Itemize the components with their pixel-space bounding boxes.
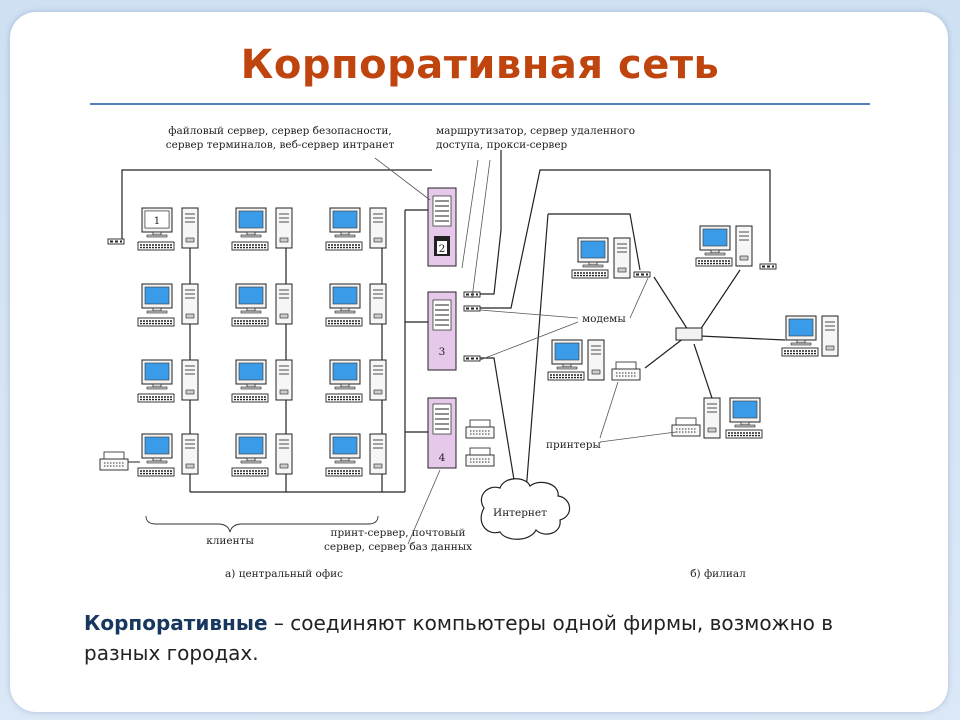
server-number: 4 [439,452,446,464]
callout-lines [145,157,677,545]
server-4: 4 [427,397,457,469]
client-pc [231,433,293,477]
title-underline [90,103,870,105]
server-2: 2 [427,187,457,267]
router-label: доступа, прокси-сервер [436,139,568,151]
file-server-label: файловый сервер, сервер безопасности, [168,125,391,137]
branch-links [644,269,786,399]
server-printer [465,447,495,467]
branch-pc [547,339,605,381]
central-office-label: а) центральный офис [225,568,343,580]
client-pc [137,433,199,477]
slide-caption: Корпоративные – соединяют компьютеры одн… [84,608,864,668]
client-pc [325,207,387,251]
modem [463,305,481,312]
router-label: маршрутизатор, сервер удаленного [436,125,635,137]
server-number: 3 [439,346,446,358]
internet-cloud: Интернет [480,478,571,540]
slide-title: Корпоративная сеть [240,42,720,88]
client-pc [231,359,293,403]
branch-pc [781,315,839,357]
client-pc [231,207,293,251]
modems-label: модемы [582,313,626,325]
branch-printer [611,361,641,381]
server-number: 2 [439,243,446,255]
client-pc [137,359,199,403]
clients-label: клиенты [206,535,254,547]
print-server-label: принт-сервер, почтовый [330,527,465,539]
server-3: 3 [427,291,457,371]
client-pc [325,283,387,327]
caption-term: Корпоративные [84,611,268,635]
modem [463,355,481,362]
file-server-label: сервер терминалов, веб-сервер интранет [166,139,395,151]
hub [675,327,703,341]
client-pc [137,283,199,327]
client-pc-first: 1 [107,207,199,251]
internet-label: Интернет [493,507,547,519]
pc-number: 1 [154,215,161,227]
client-pc [325,433,387,477]
client-printer [99,451,129,471]
branch-printer [671,417,701,437]
server-printer [465,419,495,439]
printers-label: принтеры [546,439,601,451]
caption-text: – соединяют компьютеры одной фирмы, возм… [84,611,834,665]
print-server-label: сервер, сервер баз данных [324,541,472,553]
branch-label: б) филиал [690,568,746,580]
branch-pc [703,397,763,439]
client-pc [231,283,293,327]
client-pc [325,359,387,403]
branch-pc [695,225,777,270]
